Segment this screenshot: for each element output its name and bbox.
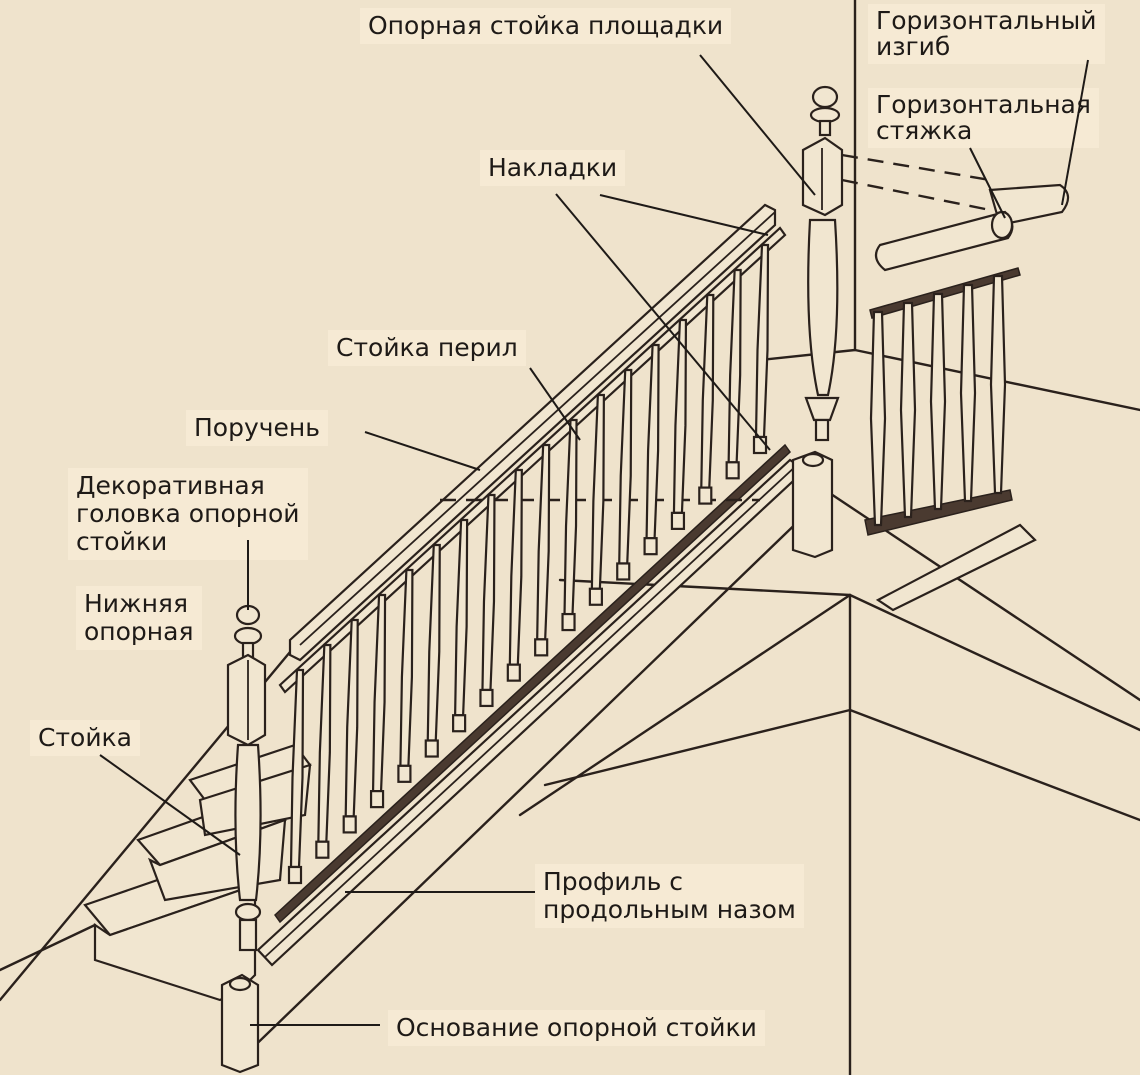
baluster-foot: [616, 562, 631, 581]
baluster: [399, 568, 414, 767]
label-lower-newel-line2: опорная: [84, 617, 194, 646]
baluster: [590, 393, 605, 590]
baluster: [508, 468, 523, 666]
baluster: [536, 443, 551, 641]
landing-baluster: [959, 283, 977, 503]
baluster-foot: [752, 435, 768, 455]
label-post: Стойка: [30, 720, 140, 756]
label-horizontal-bend-line2: изгиб: [876, 32, 951, 61]
label-horizontal-bend: Горизонтальный изгиб: [868, 4, 1105, 64]
baluster: [481, 493, 496, 692]
landing-baluster: [929, 292, 947, 511]
baluster-foot: [588, 587, 603, 606]
baluster-foot: [643, 537, 658, 556]
baluster: [672, 318, 688, 514]
baluster-foot: [315, 840, 330, 859]
horizontal-tie-art: [841, 153, 1070, 272]
label-newel-cap-line3: стойки: [76, 527, 168, 556]
landing-baluster: [869, 310, 887, 527]
baluster: [645, 343, 660, 540]
baluster: [618, 368, 633, 565]
landing-baluster: [899, 301, 917, 519]
baluster-foot: [561, 612, 576, 632]
baluster: [426, 543, 441, 742]
label-newel-base: Основание опорной стойки: [388, 1010, 765, 1046]
label-grooved-profile: Профиль с продольным назом: [535, 864, 804, 928]
baluster-foot: [506, 663, 521, 682]
landing-balusters: [864, 267, 1037, 612]
landing-baluster: [989, 274, 1007, 495]
baluster: [371, 593, 387, 793]
baluster: [317, 643, 332, 843]
label-grooved-profile-line1: Профиль с: [543, 867, 683, 896]
label-newel-cap-line1: Декоративная: [76, 471, 265, 500]
baluster-foot: [670, 511, 686, 530]
baluster-foot: [698, 486, 713, 505]
baluster: [289, 668, 305, 869]
label-handrail: Поручень: [186, 410, 328, 446]
grooved-profile: [256, 443, 807, 967]
label-landing-newel: Опорная стойка площадки: [360, 8, 732, 44]
label-baluster: Стойка перил: [328, 330, 526, 366]
baluster: [700, 293, 715, 489]
baluster-foot: [342, 815, 357, 834]
label-lower-newel: Нижняя опорная: [76, 586, 202, 650]
lower-newel-post: [220, 604, 267, 1074]
label-lower-newel-line1: Нижняя: [84, 589, 188, 618]
baluster-foot: [725, 461, 740, 480]
baluster: [344, 618, 359, 818]
baluster-foot: [424, 739, 439, 758]
label-horizontal-bend-line1: Горизонтальный: [876, 6, 1097, 35]
baluster-foot: [534, 638, 549, 657]
label-newel-cap: Декоративная головка опорной стойки: [68, 468, 308, 560]
landing-newel-post: [791, 85, 844, 559]
baluster: [727, 268, 742, 464]
baluster-foot: [287, 865, 303, 885]
baluster-foot: [397, 764, 412, 783]
label-overlays: Накладки: [480, 150, 626, 186]
label-grooved-profile-line2: продольным назом: [543, 895, 796, 924]
baluster: [563, 418, 578, 616]
baluster: [453, 518, 469, 717]
baluster: [754, 243, 770, 439]
label-newel-cap-line2: головка опорной: [76, 499, 300, 528]
baluster-foot: [479, 688, 494, 708]
label-horizontal-tie-line2: стяжка: [876, 116, 973, 145]
label-horizontal-tie-line1: Горизонтальная: [876, 90, 1091, 119]
label-horizontal-tie: Горизонтальная стяжка: [868, 88, 1099, 148]
baluster-foot: [369, 790, 385, 809]
baluster-foot: [452, 714, 467, 733]
